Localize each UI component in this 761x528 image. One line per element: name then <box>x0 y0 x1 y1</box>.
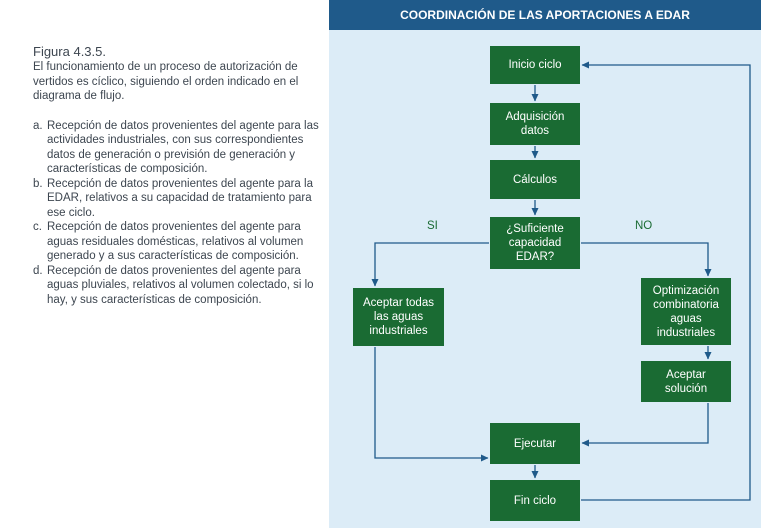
node-start: Inicio ciclo <box>489 45 581 85</box>
node-execute: Ejecutar <box>489 422 581 465</box>
list-item-text: Recepción de datos provenientes del agen… <box>47 177 313 219</box>
list-item-letter: a. <box>33 119 43 132</box>
list-item-d: d. Recepción de datos provenientes del a… <box>33 264 323 308</box>
arrow-accept-all-to-execute <box>374 347 489 462</box>
flowchart-connectors <box>371 61 751 501</box>
node-accept-all: Aceptar todas las aguas industriales <box>352 287 445 347</box>
node-decision: ¿Suficiente capacidad EDAR? <box>489 216 581 270</box>
node-acquisition: Adquisición datos <box>489 102 581 146</box>
list-item-text: Recepción de datos provenientes del agen… <box>47 264 314 306</box>
node-optimization: Optimización combinatoria aguas industri… <box>640 277 732 346</box>
figure-intro: El funcionamiento de un proceso de autor… <box>33 61 299 102</box>
list-item-letter: d. <box>33 264 43 277</box>
arrow-decision-yes <box>371 242 490 287</box>
figure-caption: Figura 4.3.5. El funcionamiento de un pr… <box>33 44 323 307</box>
node-calculations: Cálculos <box>489 159 581 200</box>
list-item-letter: b. <box>33 177 43 190</box>
list-item-b: b. Recepción de datos provenientes del a… <box>33 177 323 221</box>
list-item-a: a. Recepción de datos provenientes del a… <box>33 119 323 177</box>
flowchart-panel: COORDINACIÓN DE LAS APORTACIONES A EDAR … <box>329 0 761 528</box>
label-yes: SI <box>427 220 438 232</box>
node-accept-solution: Aceptar solución <box>640 360 732 403</box>
list-item-letter: c. <box>33 221 42 233</box>
flowchart-title: COORDINACIÓN DE LAS APORTACIONES A EDAR <box>329 0 761 30</box>
node-end: Fin ciclo <box>489 479 581 522</box>
arrow-accept-solution-to-execute <box>581 403 709 447</box>
figure-title: Figura 4.3.5. <box>33 44 106 59</box>
list-item-text: Recepción de datos provenientes del agen… <box>47 119 319 176</box>
arrow-end-to-start-loop <box>580 61 751 501</box>
label-no: NO <box>635 220 653 232</box>
list-item-text: Recepción de datos provenientes del agen… <box>47 221 304 262</box>
arrow-decision-no <box>580 242 712 277</box>
list-item-c: c. Recepción de datos provenientes del a… <box>33 220 323 264</box>
